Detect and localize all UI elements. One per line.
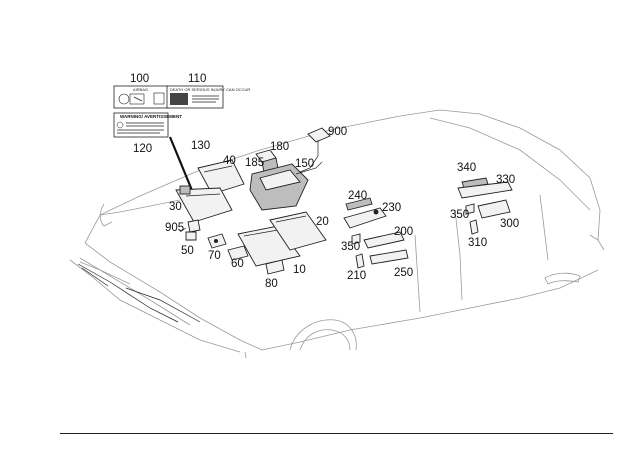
label-180: 180 — [270, 141, 289, 153]
label-250: 250 — [394, 267, 413, 279]
part-240-lamp — [345, 197, 373, 211]
label-130: 130 — [191, 140, 210, 152]
label-70: 70 — [208, 250, 221, 262]
label-10: 10 — [293, 264, 306, 276]
label-330: 330 — [496, 174, 515, 186]
label-350-left: 350 — [341, 241, 360, 253]
sticker-110-warning: DEATH OR SERIOUS INJURY CAN OCCUR — [166, 85, 250, 109]
label-60: 60 — [231, 258, 244, 270]
part-200-grab-handle — [363, 231, 405, 249]
label-30: 30 — [169, 201, 182, 213]
footer-rule — [60, 433, 613, 434]
part-230-grab-handle — [343, 207, 387, 229]
car-outline — [69, 109, 605, 359]
part-60-bracket — [227, 245, 249, 261]
part-350-clip-left — [351, 233, 361, 245]
sticker-100-airbag: AIRBAG — [113, 85, 169, 109]
label-350-right: 350 — [450, 209, 469, 221]
part-20-sun-visor — [269, 211, 327, 251]
part-50-clip — [185, 231, 197, 241]
label-340: 340 — [457, 162, 476, 174]
label-40: 40 — [223, 155, 236, 167]
label-50: 50 — [181, 245, 194, 257]
label-210: 210 — [347, 270, 366, 282]
label-300: 300 — [500, 218, 519, 230]
label-240: 240 — [348, 190, 367, 202]
part-150-overhead-module — [249, 161, 323, 211]
label-110: 110 — [188, 73, 206, 85]
label-80: 80 — [265, 278, 278, 290]
part-905-clip — [179, 219, 201, 233]
label-230: 230 — [382, 202, 401, 214]
sticker-120-warning: WARNING/ AVERTISSEMENT — [113, 112, 182, 138]
part-310-clip — [469, 219, 479, 235]
part-350-clip-right — [465, 203, 475, 215]
callout-labels: 100 110 120 130 40 180 185 150 900 30 90… — [130, 73, 519, 290]
wiper-blades — [77, 263, 201, 323]
label-905: 905 — [165, 222, 184, 234]
part-70-grab-handle — [207, 233, 227, 249]
part-250-handle — [369, 249, 409, 265]
part-330-overhead-rear — [457, 181, 513, 199]
part-300-grab-handle — [477, 199, 511, 219]
part-30-visor-mount — [175, 185, 233, 223]
part-210-clip — [355, 253, 365, 269]
part-40-sun-visor-left — [197, 159, 245, 195]
label-100: 100 — [130, 73, 149, 85]
label-310: 310 — [468, 237, 487, 249]
label-900: 900 — [328, 126, 347, 138]
label-120: 120 — [133, 143, 152, 155]
label-200: 200 — [394, 226, 413, 238]
sticker-100-text: AIRBAG — [133, 87, 148, 92]
part-900-cable — [299, 127, 331, 173]
sticker-110-text: DEATH OR SERIOUS INJURY CAN OCCUR — [170, 87, 250, 92]
label-150: 150 — [295, 158, 314, 170]
label-20: 20 — [316, 216, 329, 228]
sticker-120-title: WARNING/ AVERTISSEMENT — [120, 114, 182, 119]
label-185: 185 — [245, 157, 264, 169]
